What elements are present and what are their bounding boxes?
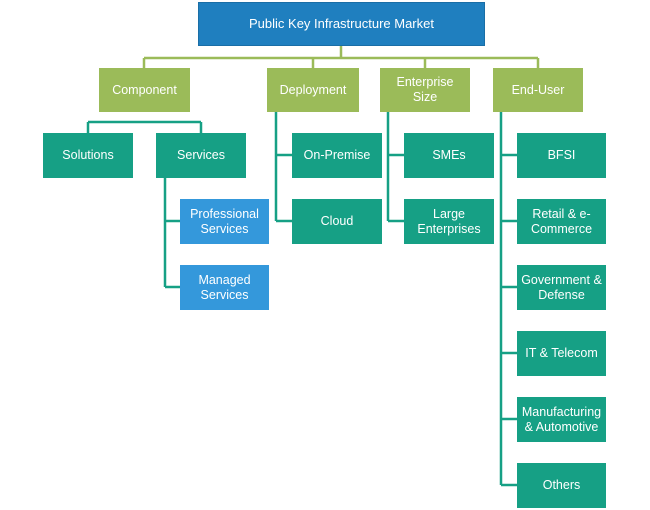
node-managed-services: Managed Services <box>180 265 269 310</box>
node-manufacturing-automotive: Manufacturing & Automotive <box>517 397 606 442</box>
category-connectors <box>86 112 517 487</box>
node-on-premise: On-Premise <box>292 133 382 178</box>
node-services: Services <box>156 133 246 178</box>
category-deployment: Deployment <box>267 68 359 112</box>
root-node: Public Key Infrastructure Market <box>198 2 485 46</box>
node-smes: SMEs <box>404 133 494 178</box>
root-connectors <box>142 46 540 68</box>
node-retail-ecommerce: Retail & e- Commerce <box>517 199 606 244</box>
node-large-enterprises: Large Enterprises <box>404 199 494 244</box>
node-solutions: Solutions <box>43 133 133 178</box>
node-government-defense: Government & Defense <box>517 265 606 310</box>
category-component: Component <box>99 68 190 112</box>
category-end-user: End-User <box>493 68 583 112</box>
node-professional-services: Professional Services <box>180 199 269 244</box>
node-it-telecom: IT & Telecom <box>517 331 606 376</box>
node-bfsi: BFSI <box>517 133 606 178</box>
node-others: Others <box>517 463 606 508</box>
node-cloud: Cloud <box>292 199 382 244</box>
category-enterprise-size: Enterprise Size <box>380 68 470 112</box>
